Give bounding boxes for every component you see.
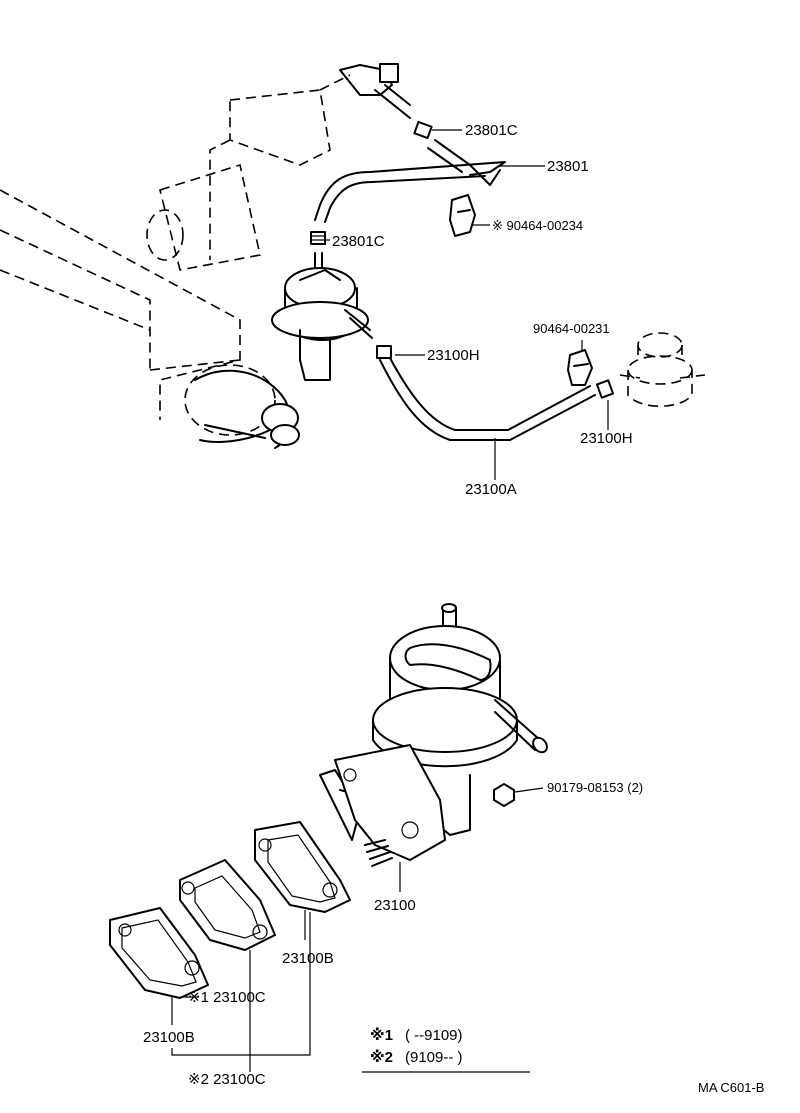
part-labels: 23801C 23801 ※ 90464-00234 23801C 90464-… (143, 122, 643, 1088)
clip-90464-00234 (449, 194, 476, 237)
label-23801c-top: 23801C (465, 122, 518, 139)
legend-mark-1: ※1 (370, 1026, 393, 1044)
pressure-regulator (619, 332, 706, 407)
label-23100h-left: 23100H (427, 347, 480, 364)
fuel-pump-small (271, 252, 373, 381)
diagram-code: MA C601-B (698, 1080, 764, 1095)
label-23100: 23100 (374, 897, 416, 914)
label-23100c-1: ※1 23100C (188, 989, 266, 1006)
engine-block-outline (0, 74, 351, 436)
clip-90464-00231 (567, 349, 593, 386)
gasket-23100b-right (254, 821, 351, 913)
label-23100b-left: 23100B (143, 1029, 195, 1046)
label-23100c-2: ※2 23100C (188, 1071, 266, 1088)
legend: ※1 ( --9109) ※2 (9109-- ) (370, 1026, 463, 1066)
intake-hose (194, 369, 300, 449)
leader-lines (171, 129, 609, 1073)
label-90464-00234: ※ 90464-00234 (492, 218, 583, 233)
hose-23100a (376, 345, 615, 441)
clamp-23801c (310, 231, 326, 245)
gasket-23100b-left (109, 907, 209, 999)
label-23100b-right: 23100B (282, 950, 334, 967)
legend-text-1: ( --9109) (405, 1027, 463, 1044)
label-90464-00231: 90464-00231 (533, 321, 610, 336)
legend-mark-2: ※2 (370, 1048, 393, 1066)
legend-text-2: (9109-- ) (405, 1049, 463, 1066)
gasket-23100c-spacer (179, 859, 276, 951)
label-23100a: 23100A (465, 481, 517, 498)
fuel-pump-main (319, 603, 548, 867)
label-23100h-right: 23100H (580, 430, 633, 447)
label-90179-08153: 90179-08153 (2) (547, 780, 643, 795)
hose-23801 (314, 120, 506, 223)
carburetor-connector (339, 63, 411, 119)
label-23801: 23801 (547, 158, 589, 175)
label-23801c-mid: 23801C (332, 233, 385, 250)
